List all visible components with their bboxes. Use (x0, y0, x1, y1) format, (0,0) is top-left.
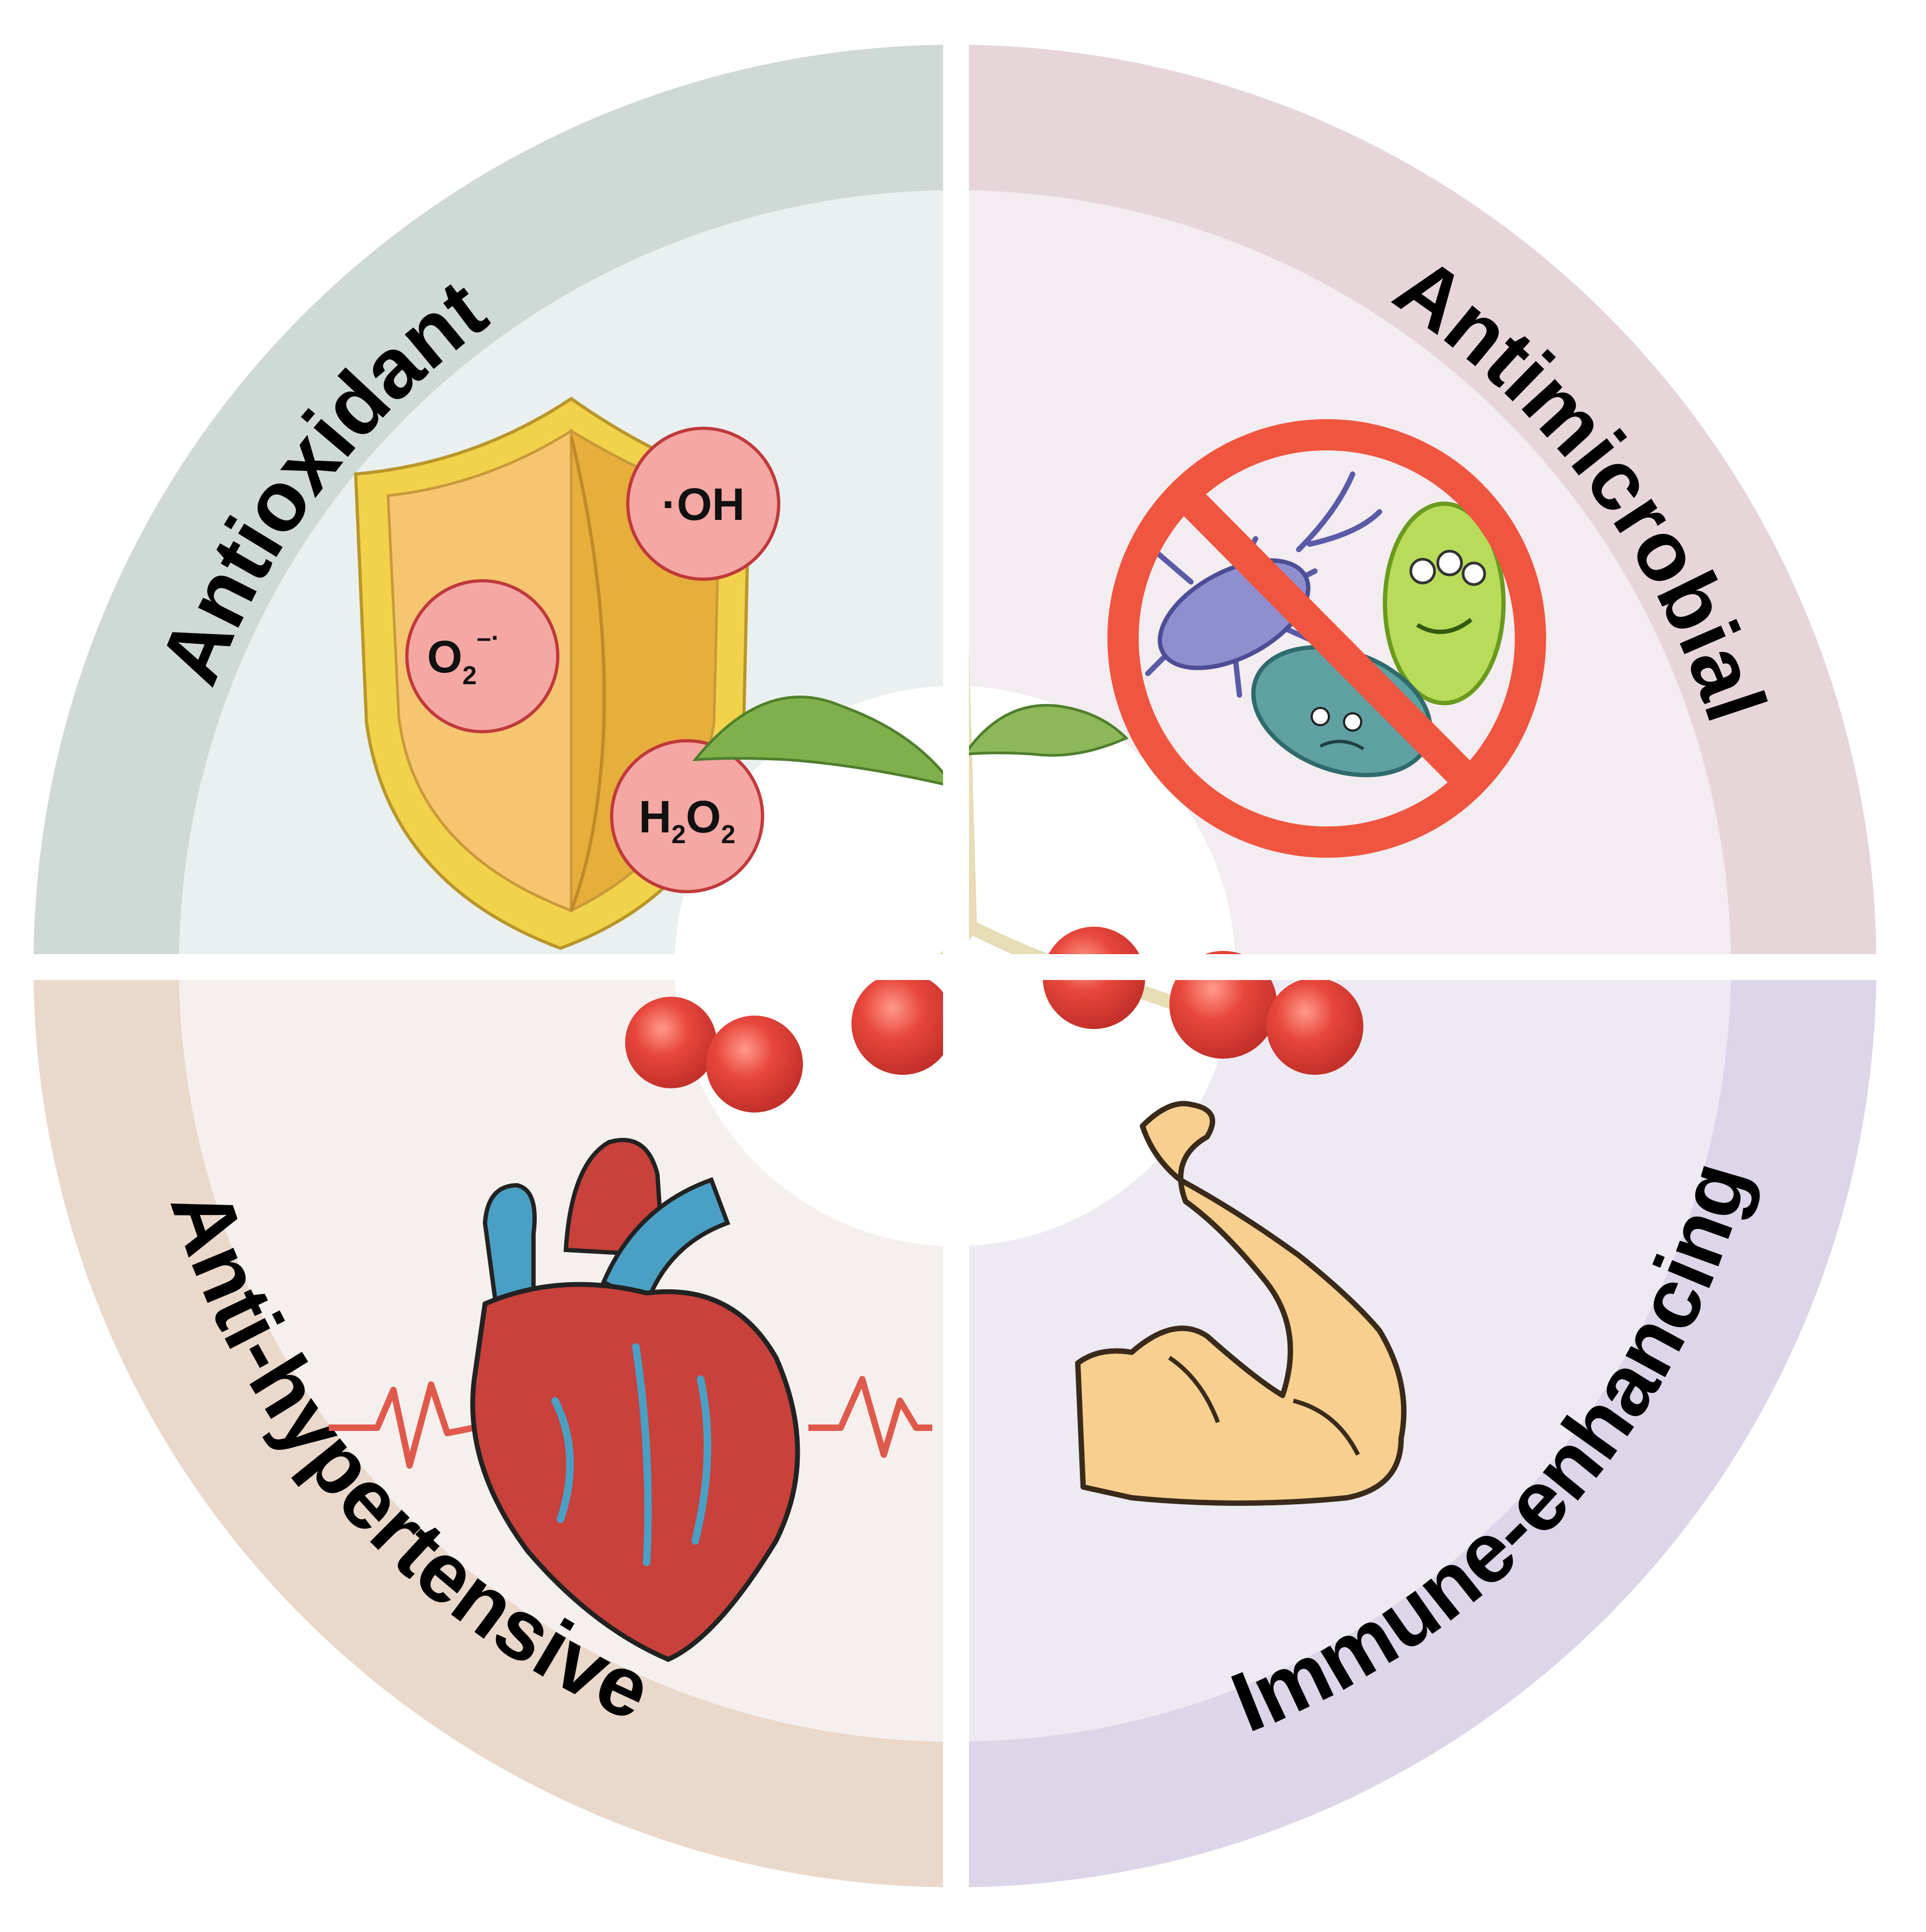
radical-superoxide-bubble (405, 579, 559, 733)
radical-hydroxyl: ·OH (626, 427, 780, 581)
ecg-left (329, 1381, 475, 1469)
vessel-blue-right (600, 1177, 731, 1307)
flexed-arm-icon (1075, 1101, 1407, 1506)
arm-shape (1075, 1101, 1407, 1506)
prohibit-slash (1174, 484, 1480, 793)
no-microbes-icon (1107, 419, 1546, 858)
heart-body (470, 1282, 800, 1662)
leaf-right (961, 704, 1129, 757)
berry-2 (706, 1016, 803, 1113)
ecg-right (808, 1376, 932, 1458)
berry-6 (1266, 978, 1363, 1075)
berry-3 (851, 972, 954, 1075)
radical-peroxide-bubble (610, 739, 764, 893)
arm-muscle-line (1168, 1356, 1360, 1456)
peroxide-h: H (639, 791, 671, 842)
radical-hydroxyl-text: ·OH (662, 479, 745, 530)
superoxide-base: O (427, 631, 462, 682)
peroxide-sub2: 2 (721, 821, 736, 849)
peroxide-o: O (686, 791, 721, 842)
berry-1 (625, 997, 717, 1088)
radical-hydroxyl-bubble (626, 427, 780, 581)
divider-horizontal (0, 954, 1926, 980)
radical-superoxide-text: O2–· (427, 624, 500, 690)
prohibit-circle (1107, 419, 1546, 858)
heart-icon (329, 1138, 932, 1662)
radical-superoxide: O2–· (405, 579, 559, 733)
heart-detail (551, 1343, 711, 1566)
radical-peroxide: H2O2 (610, 739, 764, 893)
peroxide-sub1: 2 (671, 821, 686, 849)
green-microbe (1383, 502, 1506, 705)
radical-peroxide-text: H2O2 (639, 791, 735, 849)
superoxide-sup: –· (477, 624, 500, 652)
superoxide-sub: 2 (462, 662, 477, 690)
vessel-blue-left (482, 1183, 537, 1306)
shield-fold (570, 436, 606, 912)
